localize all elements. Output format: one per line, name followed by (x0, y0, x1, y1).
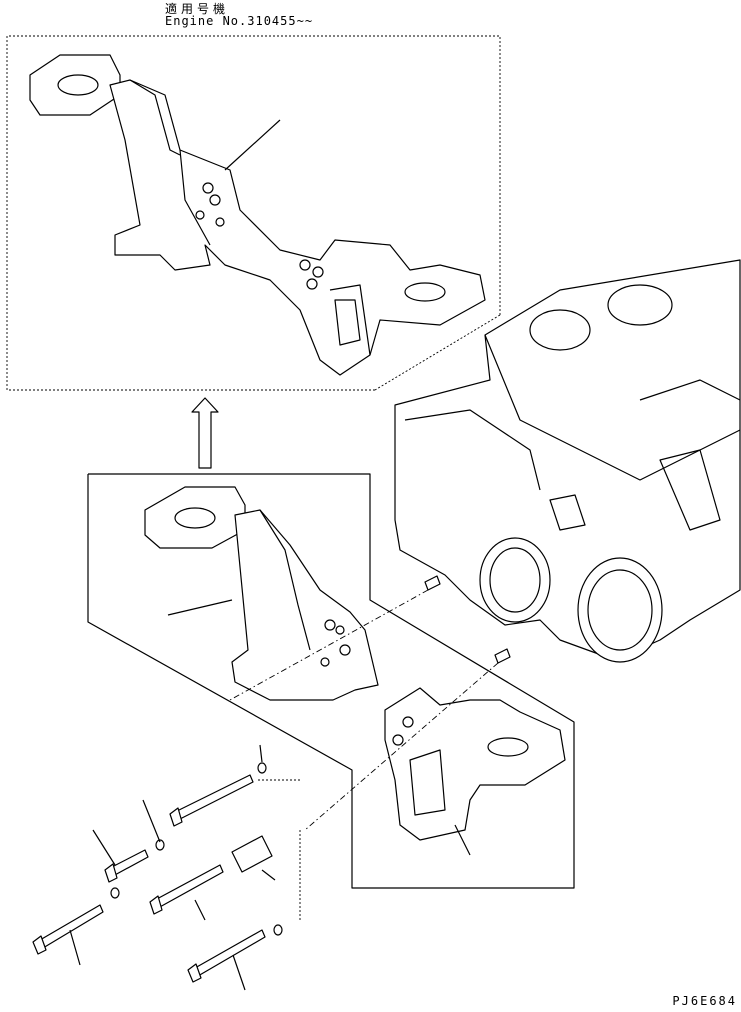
up-arrow-icon (191, 397, 219, 469)
drawing-code: PJ6E684 (672, 994, 737, 1008)
engine-number-label: Engine No.310455~~ (165, 14, 314, 28)
engine-block (394, 259, 741, 663)
front-bracket-right (384, 687, 566, 856)
dowel-pins (229, 575, 511, 831)
upper-bracket-new-type (29, 54, 486, 376)
upper-inset-frame (6, 35, 501, 391)
front-bracket-left (144, 486, 379, 701)
applicable-model-label: 適用号機 (165, 2, 230, 16)
bolt-set (32, 744, 301, 991)
lower-inset-frame (87, 473, 575, 889)
